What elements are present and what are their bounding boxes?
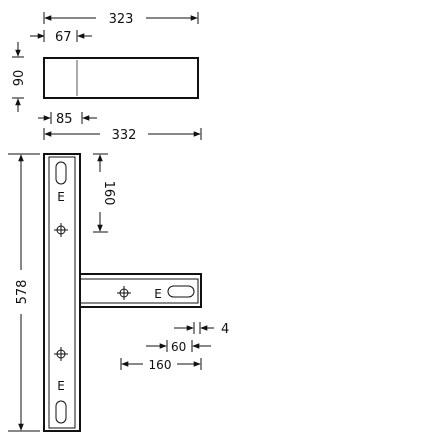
mark-e-arm: E [154, 287, 162, 301]
dimension-arm-length: 160 [120, 358, 202, 372]
dimension-label-332: 332 [112, 128, 137, 143]
dimension-label-160-vertical: 160 [101, 181, 116, 206]
dimension-label-90: 90 [12, 70, 27, 87]
dimension-label-60: 60 [171, 340, 186, 354]
slot-arm [167, 285, 195, 298]
mark-e-top: E [57, 190, 65, 204]
hole-upper-crosshair-icon [54, 223, 68, 237]
dimension-top-offset: 85 [38, 112, 97, 127]
front-view: 332 E E E [8, 128, 229, 432]
hole-lower-crosshair-icon [54, 347, 68, 361]
mark-e-bottom: E [57, 379, 65, 393]
dimension-top-left-part: 67 [30, 30, 92, 45]
dimension-arm-end-gap: 4 [174, 322, 229, 337]
slot-top [55, 161, 67, 185]
dimension-label-85: 85 [56, 112, 73, 127]
dimension-front-length: 332 [43, 128, 202, 143]
horizontal-arm-inner [79, 278, 199, 304]
slot-bottom [55, 400, 67, 424]
dimension-label-578: 578 [15, 280, 30, 305]
dimension-top-segment: 160 [93, 153, 116, 233]
dimension-top-length: 323 [43, 12, 199, 27]
vertical-bar-inner [48, 156, 76, 429]
top-view: 323 67 90 85 [12, 12, 199, 127]
top-view-box [43, 57, 199, 99]
dimension-label-67: 67 [55, 30, 72, 45]
dimension-arm-inner: 60 [146, 340, 211, 354]
dimension-label-323: 323 [109, 12, 134, 27]
dimension-vertical-total: 578 [8, 153, 40, 432]
dimension-label-4: 4 [221, 322, 229, 337]
dimension-top-height: 90 [12, 42, 27, 112]
dimension-label-160-horizontal: 160 [149, 358, 172, 372]
hole-arm-crosshair-icon [117, 286, 131, 300]
